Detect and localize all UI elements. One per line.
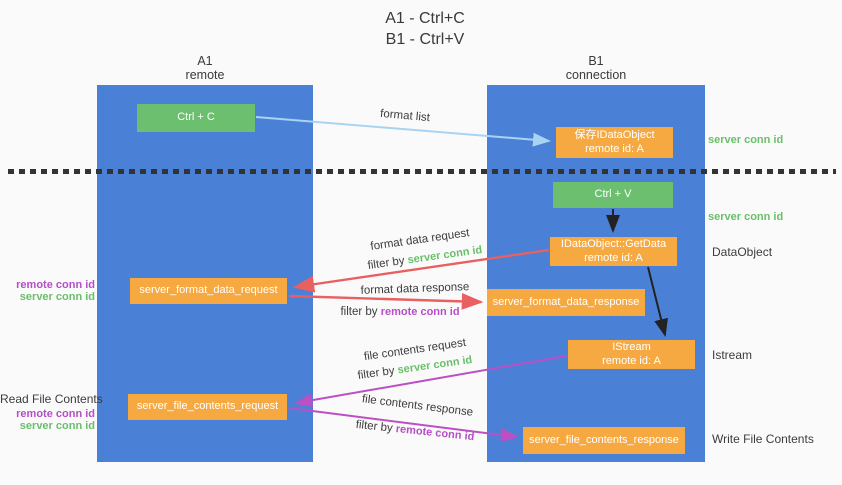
node-save-idataobject-line2: remote id: A	[585, 142, 644, 155]
node-server-format-data-request-label: server_format_data_request	[139, 284, 278, 297]
node-server-file-contents-request: server_file_contents_request	[128, 394, 287, 420]
left-server-conn-id-1: server conn id	[19, 291, 95, 303]
title-line-1: A1 - Ctrl+C	[385, 10, 465, 27]
column-header-a1: A1 remote	[97, 54, 313, 82]
side-label-istream: Istream	[712, 348, 753, 362]
node-idataobject-getdata-line1: IDataObject::GetData	[560, 238, 667, 250]
node-save-idataobject: 保存IDataObject remote id: A	[556, 127, 673, 158]
node-idataobject-getdata-line2: remote id: A	[584, 251, 643, 264]
arrow-file-contents-request	[294, 355, 567, 408]
arrow-format-list	[255, 116, 551, 147]
node-istream-line1: IStream	[612, 341, 651, 353]
arrow-format-data-response	[288, 293, 484, 310]
side-label-dataobject: DataObject	[712, 245, 773, 259]
node-ctrl-c: Ctrl + C	[137, 104, 255, 132]
column-b1-name: B1	[588, 54, 604, 68]
node-server-format-data-request: server_format_data_request	[130, 278, 287, 304]
node-ctrl-c-label: Ctrl + C	[177, 111, 215, 124]
node-server-format-data-response-label: server_format_data_response	[492, 295, 640, 308]
node-idataobject-getdata: IDataObject::GetData remote id: A	[550, 237, 677, 266]
node-save-idataobject-line1: 保存IDataObject	[574, 129, 655, 141]
left-read-file-contents: Read File Contents	[0, 392, 103, 406]
node-istream: IStream remote id: A	[568, 340, 695, 369]
column-header-b1: B1 connection	[487, 54, 705, 82]
node-server-format-data-response: server_format_data_response	[487, 289, 645, 316]
label-filter-by-remote-conn-id-1: filter by remote conn id	[340, 306, 460, 318]
column-a1-name: A1	[197, 54, 213, 68]
filter-by-text: filter by	[340, 306, 378, 318]
remote-conn-id-text: remote conn id	[380, 306, 460, 318]
side-label-server-conn-id-top: server conn id	[708, 134, 784, 146]
node-server-file-contents-response: server_file_contents_response	[523, 427, 685, 454]
node-ctrl-v: Ctrl + V	[553, 182, 673, 208]
left-remote-conn-id-2: remote conn id	[16, 408, 95, 420]
diagram-title: A1 - Ctrl+C B1 - Ctrl+V	[330, 8, 520, 50]
node-istream-line2: remote id: A	[602, 354, 661, 367]
side-label-write-file-contents: Write File Contents	[712, 432, 814, 446]
arrow-file-contents-response	[288, 407, 519, 442]
title-line-2: B1 - Ctrl+V	[385, 31, 465, 48]
left-label-block-file: Read File Contents remote conn id server…	[0, 392, 103, 432]
left-label-block-format: remote conn id server conn id	[0, 279, 95, 303]
arrow-getdata-to-istream	[647, 266, 668, 337]
node-server-file-contents-response-label: server_file_contents_response	[529, 433, 679, 446]
node-ctrl-v-label: Ctrl + V	[594, 188, 632, 201]
column-a1-subtitle: remote	[185, 68, 225, 82]
left-server-conn-id-2: server conn id	[19, 420, 95, 432]
column-b1-subtitle: connection	[565, 68, 627, 82]
node-server-file-contents-request-label: server_file_contents_request	[136, 400, 279, 413]
session-divider-dotted-line	[8, 169, 836, 174]
left-remote-conn-id-1: remote conn id	[16, 279, 95, 291]
side-label-server-conn-id-mid: server conn id	[708, 211, 784, 223]
arrow-format-data-request	[292, 248, 550, 293]
